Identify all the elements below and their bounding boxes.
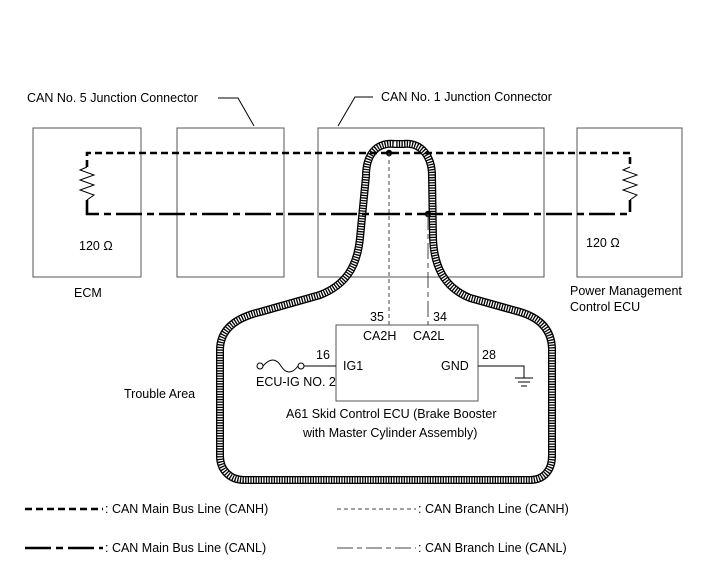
legend-canh-branch-text: : CAN Branch Line (CANH) <box>418 502 569 516</box>
pm-ecu-label-line1: Power Management <box>570 284 682 298</box>
trouble-area-label: Trouble Area <box>124 387 195 401</box>
can5-leader-line <box>218 97 255 127</box>
fuse-label: ECU-IG NO. 2 <box>256 375 336 389</box>
trouble-area-hatch <box>217 141 555 483</box>
legend-canh-main-text: : CAN Main Bus Line (CANH) <box>105 502 268 516</box>
pm-resistor-symbol <box>621 166 639 201</box>
ecm-resistance-label: 120 Ω <box>79 239 113 253</box>
gnd-wire <box>478 365 525 378</box>
can1-leader-line <box>337 96 373 127</box>
canl-main-bus <box>85 200 632 216</box>
fuse-terminal-right <box>297 362 305 370</box>
can5-junction-label: CAN No. 5 Junction Connector <box>27 91 198 105</box>
pm-ecu-label-line2: Control ECU <box>570 300 640 314</box>
pin-34-label: 34 <box>433 310 447 324</box>
ca2h-label: CA2H <box>363 329 396 343</box>
can1-junction-label: CAN No. 1 Junction Connector <box>381 90 552 104</box>
ecm-resistor-symbol <box>78 166 96 201</box>
pin-35-label: 35 <box>370 310 384 324</box>
legend-canl-main-text: : CAN Main Bus Line (CANL) <box>105 541 266 555</box>
fuse-terminal-left <box>256 362 264 370</box>
skid-ecu-label-line1: A61 Skid Control ECU (Brake Booster <box>286 407 497 421</box>
can5-junction-box <box>176 127 285 278</box>
skid-ecu-label-line2: with Master Cylinder Assembly) <box>302 426 477 440</box>
fuse-symbol <box>262 359 299 373</box>
ig1-label: IG1 <box>343 359 363 373</box>
ecm-label: ECM <box>74 286 102 300</box>
legend-canl-branch-text: : CAN Branch Line (CANL) <box>418 541 567 555</box>
pin-16-label: 16 <box>316 348 330 362</box>
pin-28-label: 28 <box>482 348 496 362</box>
skid-control-ecu-box <box>335 324 479 402</box>
gnd-label: GND <box>441 359 469 373</box>
canh-main-bus <box>85 151 632 167</box>
pm-resistance-label: 120 Ω <box>586 236 620 250</box>
ca2l-label: CA2L <box>413 329 444 343</box>
